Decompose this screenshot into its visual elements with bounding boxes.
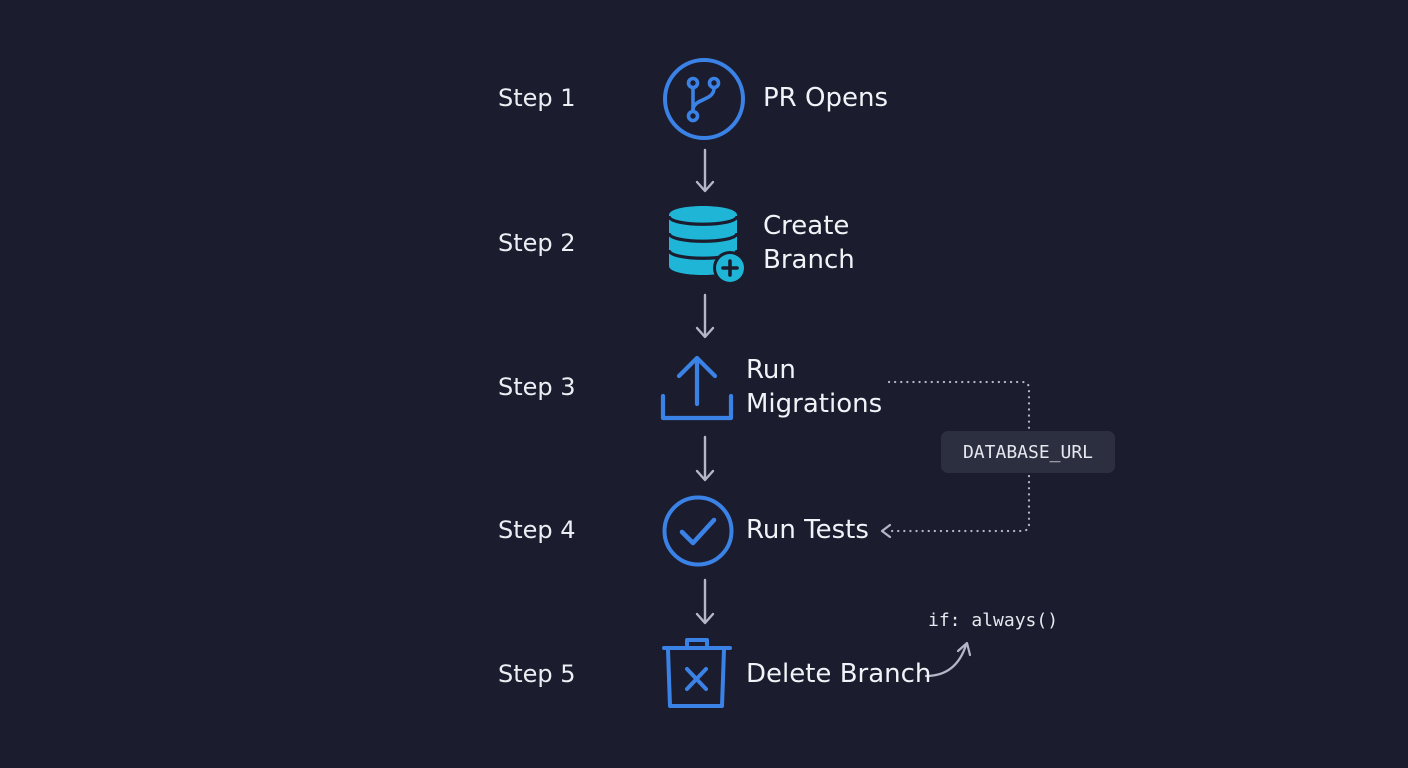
database-add-icon [667, 206, 747, 285]
env-variable-badge: DATABASE_URL [941, 431, 1115, 473]
note-arrow [924, 641, 972, 678]
upload-icon [660, 355, 734, 421]
flow-arrow-4-5 [695, 578, 715, 625]
env-variable-text: DATABASE_URL [962, 441, 1094, 463]
flow-arrow-1-2 [695, 148, 715, 193]
env-link-dotted [887, 380, 1031, 533]
step-label-3: Step 3 [498, 373, 576, 401]
step-title-3: Run Migrations [746, 355, 883, 419]
step-label-1: Step 1 [498, 84, 576, 112]
flow-arrow-3-4 [695, 435, 715, 482]
step-label-5: Step 5 [498, 660, 576, 688]
step-label-4: Step 4 [498, 516, 576, 544]
flow-arrow-2-3 [695, 293, 715, 339]
check-circle-icon [662, 495, 734, 567]
step-title-4: Run Tests [746, 515, 869, 545]
trash-x-icon [662, 638, 732, 708]
condition-note: if: always() [928, 610, 1059, 631]
env-link-arrowhead [880, 523, 892, 539]
git-branch-icon [663, 58, 745, 140]
step-title-2: Create Branch [763, 211, 855, 275]
step-label-2: Step 2 [498, 229, 576, 257]
step-title-5: Delete Branch [746, 659, 932, 689]
step-title-1: PR Opens [763, 83, 888, 113]
